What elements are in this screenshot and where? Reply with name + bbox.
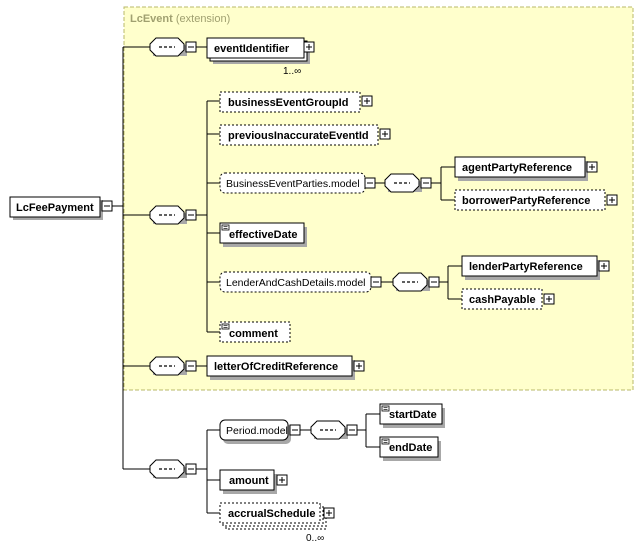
document-icon (221, 224, 230, 231)
sequence-compositor (149, 205, 197, 225)
collapse-icon[interactable] (428, 276, 440, 288)
svg-text:businessEventGroupId: businessEventGroupId (228, 97, 348, 109)
expand-icon[interactable] (323, 507, 335, 519)
sequence-compositor (149, 356, 197, 376)
element-start-date[interactable]: startDate (379, 403, 445, 428)
svg-text:agentPartyReference: agentPartyReference (462, 162, 572, 174)
group-period-model[interactable]: Period.model (219, 419, 301, 444)
expand-icon[interactable] (606, 194, 618, 206)
svg-text:accrualSchedule: accrualSchedule (228, 508, 315, 520)
svg-text:BusinessEventParties.model: BusinessEventParties.model (226, 178, 360, 190)
root-label: LcFeePayment (16, 202, 94, 214)
group-business-event-parties[interactable]: BusinessEventParties.model (219, 172, 376, 194)
expand-icon[interactable] (586, 161, 598, 173)
connector-lines (112, 46, 462, 514)
collapse-icon[interactable] (185, 360, 197, 372)
svg-text:endDate: endDate (389, 442, 432, 454)
svg-text:previousInaccurateEventId: previousInaccurateEventId (228, 130, 369, 142)
element-lender-party-reference[interactable]: lenderPartyReference (461, 255, 610, 280)
element-agent-party-reference[interactable]: agentPartyReference (454, 156, 598, 181)
collapse-icon[interactable] (289, 424, 301, 436)
collapse-icon[interactable] (346, 424, 358, 436)
collapse-icon[interactable] (185, 41, 197, 53)
element-cash-payable[interactable]: cashPayable (461, 288, 555, 310)
element-previous-inaccurate-event-id[interactable]: previousInaccurateEventId (219, 124, 391, 146)
element-amount[interactable]: amount (219, 469, 288, 494)
expand-icon[interactable] (276, 474, 288, 486)
svg-text:letterOfCreditReference: letterOfCreditReference (214, 361, 338, 373)
collapse-icon[interactable] (370, 276, 382, 288)
element-effective-date[interactable]: effectiveDate (219, 222, 307, 247)
document-icon (221, 323, 230, 330)
svg-text:amount: amount (229, 475, 269, 487)
group-lender-and-cash-details[interactable]: LenderAndCashDetails.model (219, 271, 382, 293)
collapse-icon[interactable] (101, 200, 113, 212)
expand-icon[interactable] (361, 95, 373, 107)
sequence-compositor (392, 272, 440, 292)
element-event-identifier[interactable]: eventIdentifier 1..∞ (206, 37, 315, 77)
element-comment[interactable]: comment (219, 321, 291, 343)
expand-icon[interactable] (379, 128, 391, 140)
collapse-icon[interactable] (364, 177, 376, 189)
expand-icon[interactable] (543, 293, 555, 305)
element-end-date[interactable]: endDate (379, 436, 441, 461)
svg-text:effectiveDate: effectiveDate (229, 229, 297, 241)
expand-icon[interactable] (303, 41, 315, 53)
svg-text:lenderPartyReference: lenderPartyReference (469, 261, 583, 273)
sequence-compositor (310, 420, 358, 440)
collapse-icon[interactable] (185, 463, 197, 475)
svg-text:cashPayable: cashPayable (469, 294, 536, 306)
document-icon (381, 405, 390, 412)
cardinality-label: 0..∞ (306, 533, 324, 544)
svg-text:LenderAndCashDetails.model: LenderAndCashDetails.model (226, 277, 366, 289)
sequence-compositor (149, 37, 197, 57)
svg-text:startDate: startDate (389, 409, 437, 421)
svg-text:borrowerPartyReference: borrowerPartyReference (462, 195, 590, 207)
collapse-icon[interactable] (420, 177, 432, 189)
collapse-icon[interactable] (185, 209, 197, 221)
sequence-compositor (384, 173, 432, 193)
svg-text:comment: comment (229, 328, 278, 340)
sequence-compositor (149, 459, 197, 479)
expand-icon[interactable] (353, 360, 365, 372)
extension-title: LcEvent (extension) (130, 13, 230, 25)
element-letter-of-credit-reference[interactable]: letterOfCreditReference (206, 355, 365, 380)
document-icon (381, 438, 390, 445)
expand-icon[interactable] (598, 260, 610, 272)
element-accrual-schedule[interactable]: accrualSchedule 0..∞ (219, 502, 335, 544)
root-element[interactable]: LcFeePayment (9, 196, 113, 220)
svg-text:eventIdentifier: eventIdentifier (214, 43, 290, 55)
element-borrower-party-reference[interactable]: borrowerPartyReference (454, 189, 618, 211)
element-business-event-group-id[interactable]: businessEventGroupId (219, 91, 373, 113)
cardinality-label: 1..∞ (283, 66, 301, 77)
svg-text:Period.model: Period.model (226, 425, 288, 437)
